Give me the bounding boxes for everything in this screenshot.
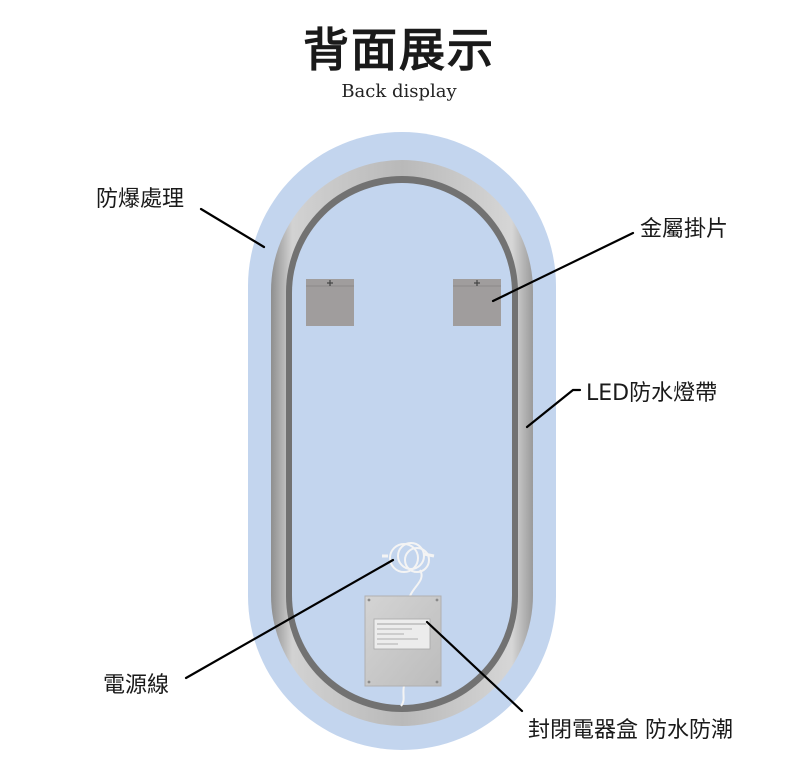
callout-explosion-proof: 防爆處理 [96, 187, 185, 212]
leader-lines [184, 207, 635, 713]
callout-metal-bracket: 金屬掛片 [640, 217, 729, 242]
leader-metal-bracket [491, 231, 635, 303]
page-title: 背面展示 [303, 23, 495, 77]
leader-explosion-proof [199, 207, 266, 249]
metal-bracket-right [453, 279, 501, 326]
leader-electrical-box [425, 620, 524, 713]
leader-power-cord [184, 558, 395, 680]
leader-led-strip [525, 388, 582, 429]
metal-bracket-left [306, 279, 354, 326]
page-subtitle: Back display [341, 81, 457, 102]
callout-electrical-box: 封閉電器盒 防水防潮 [528, 718, 733, 743]
callout-power-cord: 電源線 [103, 673, 170, 698]
electrical-box [364, 595, 442, 687]
power-cord [382, 542, 435, 707]
callout-led-strip: LED防水燈帶 [586, 381, 718, 406]
